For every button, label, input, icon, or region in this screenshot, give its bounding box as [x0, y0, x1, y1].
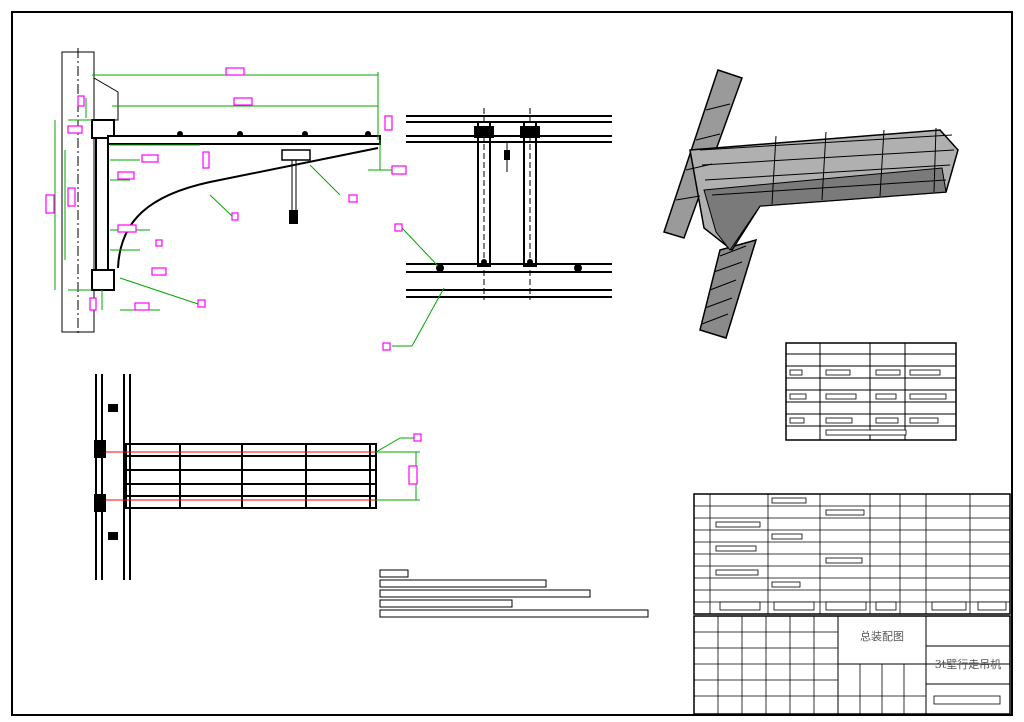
parts-list-table: [785, 342, 957, 441]
bill-of-materials: [693, 493, 1011, 615]
isometric-view: [663, 69, 959, 339]
drawing-name-text: 总装配图: [860, 629, 904, 643]
plan-view: [94, 374, 422, 580]
front-elevation-view: [45, 48, 407, 336]
technical-notes-bars: [379, 569, 649, 618]
machine-name-text: 3t壁行走吊机: [935, 657, 1001, 671]
sheet-border: [11, 11, 1013, 716]
side-elevation-view: [382, 108, 612, 351]
title-block: [693, 615, 1011, 715]
